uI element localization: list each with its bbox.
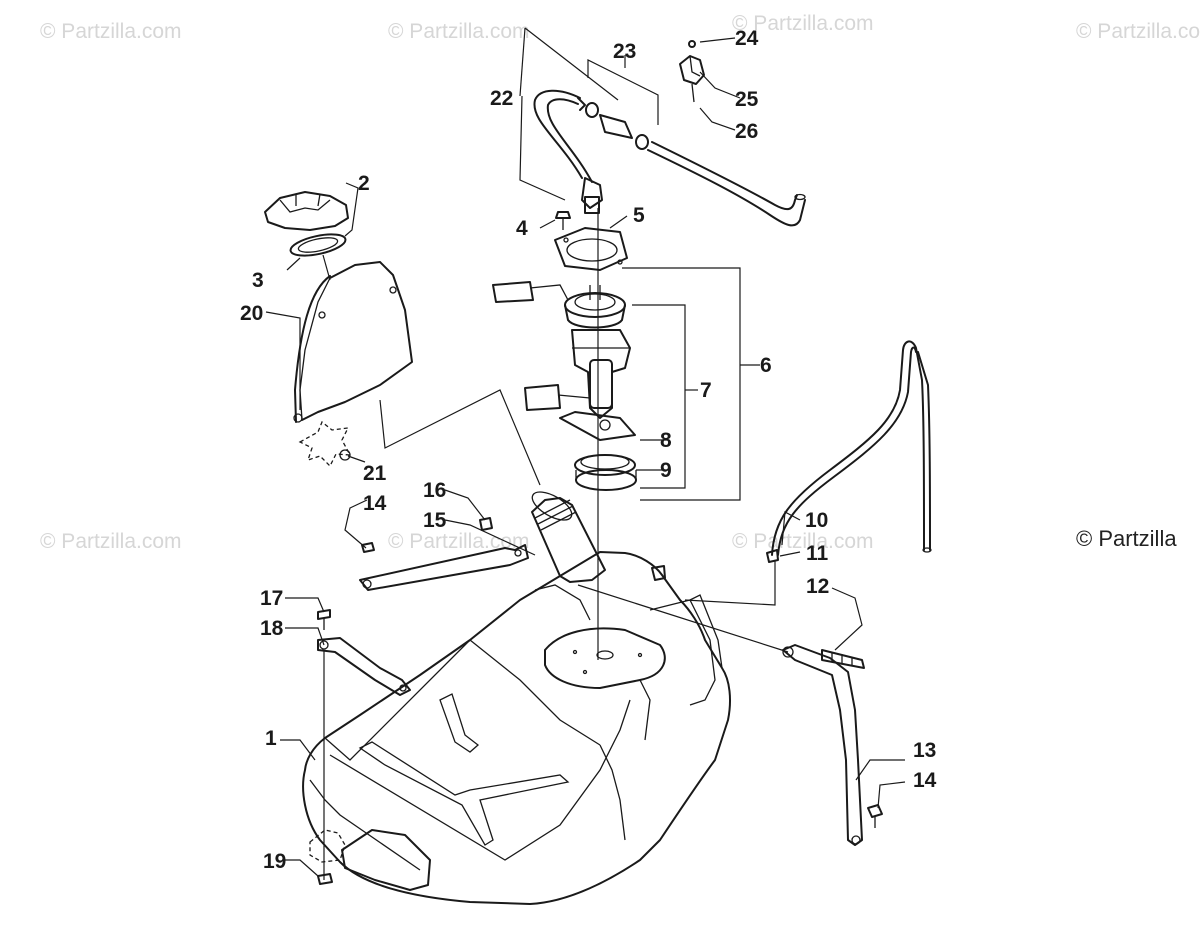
watermark-top-far-right: © Partzilla.com (1076, 20, 1200, 43)
callout-24: 24 (735, 27, 759, 50)
watermarks: © Partzilla.com © Partzilla.com © Partzi… (40, 12, 1200, 553)
cap-tether-shield (293, 261, 413, 423)
callout-23: 23 (613, 40, 636, 63)
callout-11: 11 (806, 542, 829, 565)
watermark-top-right: © Partzilla.com (732, 12, 874, 35)
callout-12: 12 (806, 575, 829, 598)
callout-3: 3 (252, 269, 264, 292)
callout-8: 8 (660, 429, 672, 452)
gasket-star (298, 420, 352, 468)
callout-7: 7 (700, 379, 712, 402)
callout-5: 5 (633, 204, 645, 227)
filler-neck (531, 491, 606, 583)
strap-bracket-13 (782, 644, 863, 846)
callout-17: 17 (260, 587, 283, 610)
leader-lines (265, 27, 906, 880)
rear-strap (317, 637, 411, 696)
bolt-14-lower (867, 804, 883, 828)
callout-21: 21 (363, 462, 387, 485)
watermark-mid-right: © Partzilla.com (732, 530, 874, 553)
callout-9: 9 (660, 459, 672, 482)
nut-15 (479, 517, 493, 531)
callout-18: 18 (260, 617, 284, 640)
bolt-14-upper (361, 542, 375, 553)
callout-1: 1 (265, 727, 277, 750)
callout-26: 26 (735, 120, 758, 143)
callout-13: 13 (913, 739, 936, 762)
callout-15: 15 (423, 509, 447, 532)
callout-25: 25 (735, 88, 759, 111)
callout-10: 10 (805, 509, 828, 532)
watermark-mid-left: © Partzilla.com (40, 530, 182, 553)
screw-17 (317, 609, 331, 630)
callout-16: 16 (423, 479, 446, 502)
screw-4 (555, 211, 571, 230)
callout-labels: 1 2 3 4 5 6 7 8 9 10 11 12 13 14 14 15 1… (240, 27, 937, 873)
watermark-right-edge: © Partzilla (1076, 526, 1177, 551)
callout-22: 22 (490, 87, 513, 110)
fuel-hose-assembly (533, 89, 806, 227)
callout-4: 4 (516, 217, 528, 240)
gasket-19 (309, 829, 346, 885)
vent-hose-clamp (766, 549, 779, 563)
callout-14-upper: 14 (363, 492, 387, 515)
pump-seal-ring (574, 454, 636, 476)
hose-clip (679, 40, 705, 103)
cap-gasket (289, 233, 347, 257)
bolt-12 (821, 649, 865, 669)
fuel-cap (264, 191, 349, 231)
callout-14-lower: 14 (913, 769, 937, 792)
pump-lock-ring (575, 469, 637, 491)
fuel-pump-assembly (492, 281, 636, 441)
watermark-top-left: © Partzilla.com (40, 20, 182, 43)
callout-2: 2 (358, 172, 370, 195)
fuel-tank (302, 551, 731, 905)
callout-20: 20 (240, 302, 263, 325)
callout-19: 19 (263, 850, 286, 873)
callout-6: 6 (760, 354, 772, 377)
vent-hose (771, 340, 932, 556)
pump-gasket (554, 227, 628, 271)
watermark-top-center: © Partzilla.com (388, 20, 530, 43)
